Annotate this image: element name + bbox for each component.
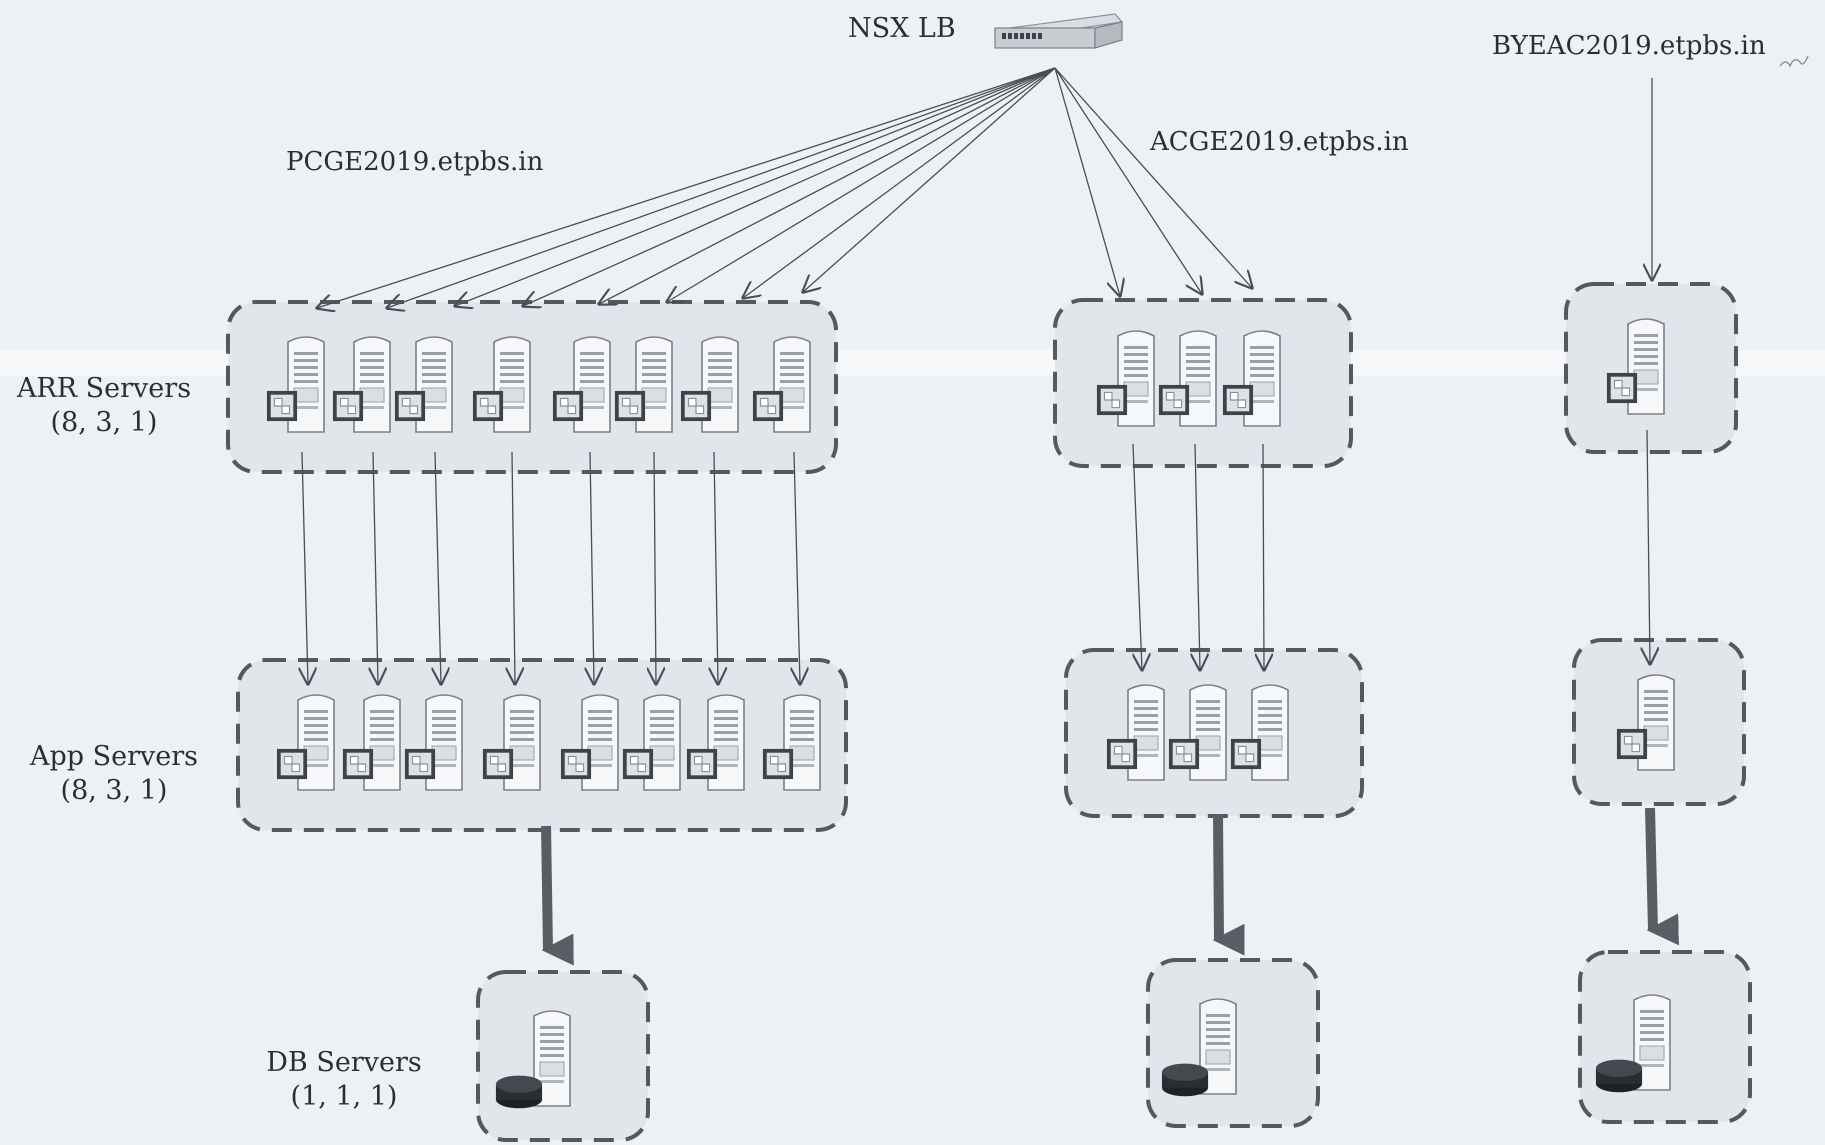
lb-to-pcge-arrows [317,67,1056,308]
app-server-pcge-1-badge [276,748,308,780]
app-server-acge-3-badge [1230,738,1262,770]
arr-server-acge-2-badge [1158,384,1190,416]
tier-name-arr: ARR Servers [16,373,192,404]
arr-server-acge-1-badge [1096,384,1128,416]
arr-server-pcge-8-badge [752,390,784,422]
app-server-pcge-8-badge [762,748,794,780]
arr-to-app-arrows [302,429,1650,684]
app-server-pcge-5-badge [560,748,592,780]
domain-label-pcge: PCGE2019.etpbs.in [286,147,544,177]
app-to-db-arrows [541,807,1679,966]
db-server-pcge-disk [495,1075,543,1109]
db-server-acge-disk [1161,1063,1209,1097]
app-server-byeac-1-badge [1616,728,1648,760]
lb-to-acge-arrows [1054,67,1252,296]
app-server-pcge-2-badge [342,748,374,780]
tier-name-app: App Servers [29,741,199,772]
arr-server-pcge-2-badge [332,390,364,422]
app-server-pcge-4-badge [482,748,514,780]
tier-counts-app: (8, 3, 1) [60,774,168,806]
arr-server-pcge-3-badge [394,390,426,422]
arr-server-acge-3-badge [1222,384,1254,416]
tier-counts-arr: (8, 3, 1) [50,406,158,438]
tier-label-app: App Servers (8, 3, 1) [26,740,202,808]
scribble-mark [1779,55,1809,68]
domain-label-byeac: BYEAC2019.etpbs.in [1492,31,1766,61]
arr-server-pcge-4-badge [472,390,504,422]
domain-label-acge: ACGE2019.etpbs.in [1150,127,1409,157]
network-switch-icon [993,13,1124,49]
app-server-acge-1-badge [1106,738,1138,770]
tier-label-arr: ARR Servers (8, 3, 1) [16,372,192,440]
tier-name-db: DB Servers [266,1047,422,1078]
tier-counts-db: (1, 1, 1) [290,1080,398,1112]
app-server-pcge-6-badge [622,748,654,780]
arr-server-pcge-1-badge [266,390,298,422]
arr-server-pcge-7-badge [680,390,712,422]
db-server-byeac-disk [1595,1059,1643,1093]
lb-label: NSX LB [848,13,956,44]
arr-server-pcge-5-badge [552,390,584,422]
app-server-acge-2-badge [1168,738,1200,770]
arr-server-pcge-6-badge [614,390,646,422]
app-server-pcge-7-badge [686,748,718,780]
arr-server-byeac-1-badge [1606,372,1638,404]
tier-label-db: DB Servers (1, 1, 1) [256,1046,432,1114]
app-server-pcge-3-badge [404,748,436,780]
